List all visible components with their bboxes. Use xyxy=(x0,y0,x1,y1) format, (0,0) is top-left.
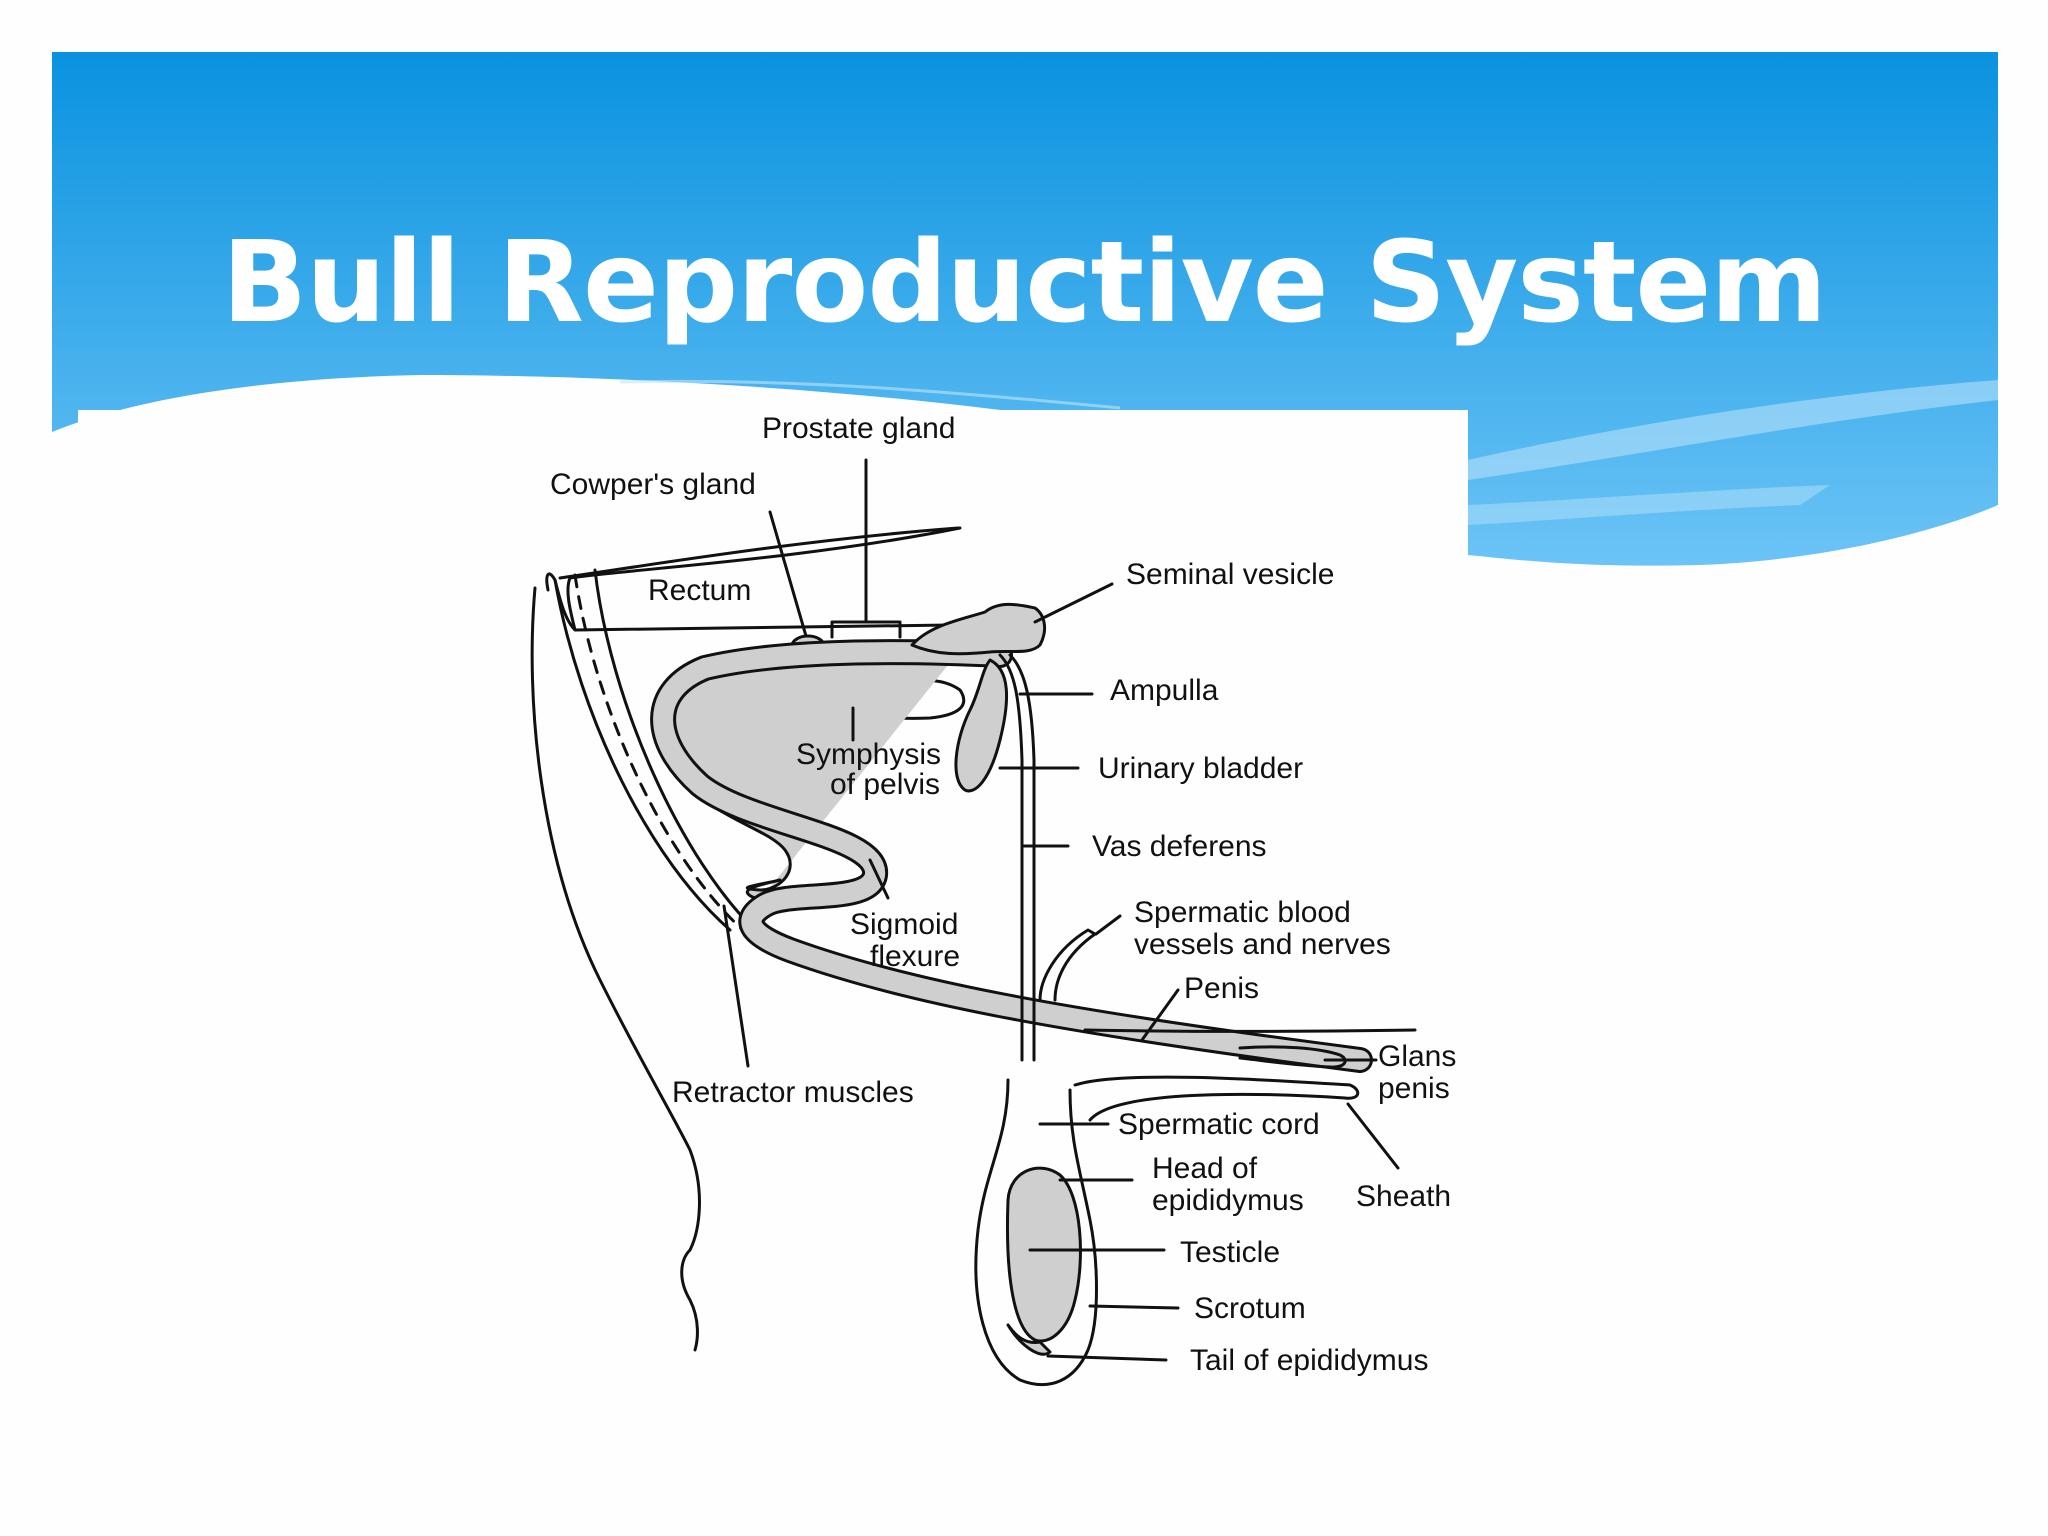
label-scrotum: Scrotum xyxy=(1194,1292,1306,1325)
glans-penis xyxy=(1238,1045,1347,1069)
label-symphysis-2: of pelvis xyxy=(830,768,940,801)
sheath-lower xyxy=(1073,1075,1360,1122)
prostate-gland xyxy=(830,620,902,639)
sheath xyxy=(1083,1028,1417,1033)
leader-sigmoid xyxy=(868,858,890,900)
label-vas-deferens: Vas deferens xyxy=(1092,830,1267,863)
label-penis: Penis xyxy=(1184,972,1259,1005)
retractor-muscle-outer xyxy=(553,578,732,932)
label-ampulla: Ampulla xyxy=(1110,674,1219,707)
label-symphysis-1: Symphysis xyxy=(796,738,941,771)
label-glans-2: penis xyxy=(1378,1072,1450,1105)
leader-sheath xyxy=(1346,1102,1400,1170)
leader-penis xyxy=(1140,988,1180,1042)
leader-cowpers xyxy=(768,510,808,638)
label-head-epid-2: epididymus xyxy=(1152,1184,1304,1217)
epididymus-tail xyxy=(1006,1323,1052,1356)
label-retractor-muscles: Retractor muscles xyxy=(672,1076,914,1109)
leader-tail-epid xyxy=(1046,1354,1168,1362)
retractor-muscle-inner xyxy=(593,568,762,937)
banner-shape xyxy=(52,52,1998,566)
label-testicle: Testicle xyxy=(1180,1236,1280,1269)
penis-tube-fill xyxy=(653,642,1370,1070)
leader-scrotum xyxy=(1088,1304,1180,1310)
label-sigmoid-1: Sigmoid xyxy=(850,908,958,941)
label-rectum: Rectum xyxy=(648,574,751,607)
slide-title: Bull Reproductive System xyxy=(221,218,1827,348)
body-outline xyxy=(530,586,701,1352)
label-tail-epid: Tail of epididymus xyxy=(1190,1344,1428,1377)
leader-retractor xyxy=(722,904,750,1068)
penis-tract xyxy=(655,645,1000,900)
urinary-bladder xyxy=(954,658,1009,793)
label-sheath: Sheath xyxy=(1356,1180,1451,1213)
leader-seminal xyxy=(1033,582,1114,624)
label-seminal-vesicle: Seminal vesicle xyxy=(1126,558,1334,591)
label-glans-1: Glans xyxy=(1378,1040,1456,1073)
testicle xyxy=(1006,1166,1082,1343)
wave-line xyxy=(619,379,1121,410)
label-cowpers-gland: Cowper's gland xyxy=(550,468,756,501)
label-spermatic-cord: Spermatic cord xyxy=(1118,1108,1320,1141)
seminal-vesicle xyxy=(910,602,1047,656)
label-urinary-bladder: Urinary bladder xyxy=(1098,752,1303,785)
wave-highlight xyxy=(1468,380,1998,480)
retractor-muscle-dashes xyxy=(573,573,747,934)
label-spermatic-vessels-2: vessels and nerves xyxy=(1134,928,1391,961)
rectum-top xyxy=(558,526,960,580)
label-spermatic-vessels-1: Spermatic blood xyxy=(1134,896,1351,929)
rectum-outline xyxy=(545,526,962,632)
label-sigmoid-2: flexure xyxy=(870,940,960,973)
label-prostate-gland: Prostate gland xyxy=(762,412,955,445)
label-head-epid-1: Head of xyxy=(1152,1152,1258,1185)
leader-vessels xyxy=(1094,914,1122,936)
scrotum xyxy=(974,1078,1098,1386)
vas-deferens xyxy=(998,653,1024,1062)
diagram-panel xyxy=(78,410,1468,1536)
spermatic-vessels xyxy=(1038,928,1097,1002)
wave-highlight-2 xyxy=(1468,485,1830,525)
